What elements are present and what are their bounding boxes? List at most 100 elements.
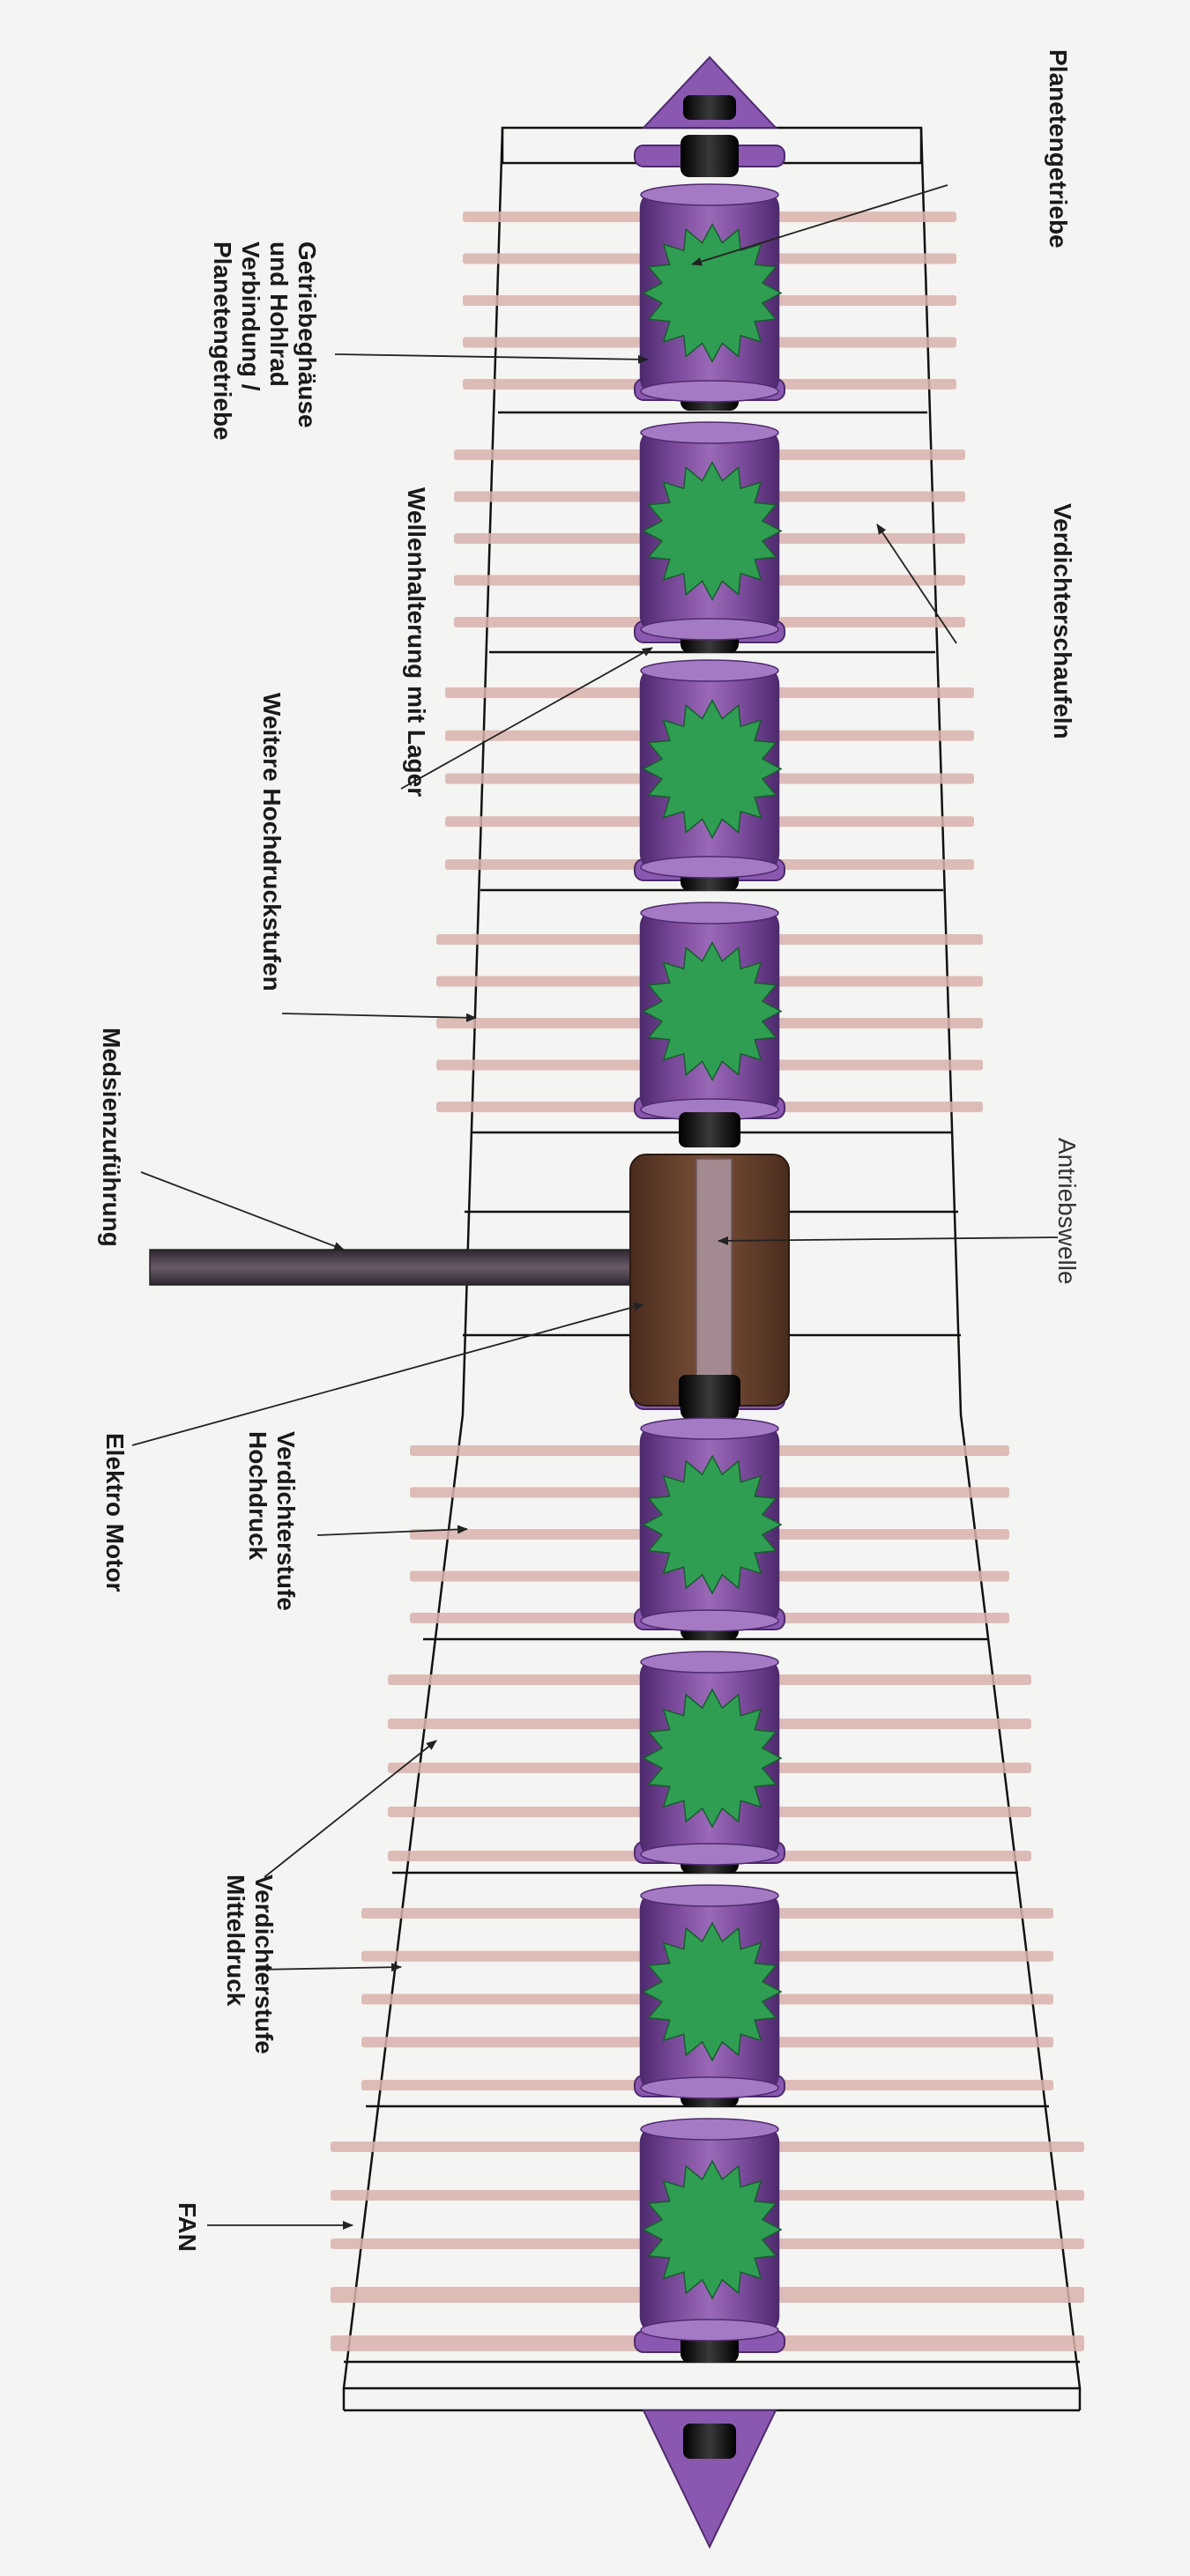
housing-rim: [640, 380, 779, 403]
blade-left: [388, 1807, 648, 1817]
blade-left: [331, 2142, 648, 2152]
blade-right: [771, 1529, 1009, 1540]
annotation-arrows: [131, 184, 1059, 2230]
planet-gear: [642, 1454, 783, 1595]
blade-right: [771, 2287, 1084, 2303]
label-wellenhalterung: Wellenhalterung mit Lager: [403, 487, 430, 798]
label-verdichterschaufeln: Verdichterschaufeln: [1049, 503, 1076, 739]
blade-right: [771, 934, 983, 945]
blade-right: [771, 212, 956, 222]
blade-left: [445, 859, 648, 870]
housing-rim: [640, 618, 779, 641]
planet-gear: [642, 1921, 783, 2062]
blade-right: [771, 1950, 1053, 1962]
label-mediszufuehrung: Medsienzuführung: [98, 1028, 125, 1247]
label-verdichterstufe-mitteldruck: Verdichterstufe Mitteldruck: [222, 1874, 278, 2054]
blade-right: [771, 379, 956, 390]
shaft-bearing: [681, 135, 739, 177]
label-verdichterstufe-hochdruck: Verdichterstufe Hochdruck: [244, 1431, 300, 1611]
blade-left: [454, 617, 648, 627]
blade-left: [388, 1674, 648, 1685]
blade-left: [436, 1059, 648, 1071]
blade-right: [771, 1018, 983, 1028]
blade-left: [436, 1102, 648, 1112]
blade-left: [410, 1529, 648, 1540]
blade-left: [463, 295, 648, 306]
blade-left: [463, 253, 648, 264]
blade-left: [410, 1445, 648, 1456]
planet-gear: [642, 698, 783, 840]
motor-bearing-bottom: [679, 1375, 740, 1410]
housing-rim: [640, 1651, 779, 1674]
blade-right: [771, 337, 956, 348]
blade-left: [388, 1763, 648, 1773]
housing-rim: [640, 2076, 779, 2099]
blade-right: [771, 1487, 1009, 1498]
blade-right: [771, 816, 974, 828]
blade-right: [771, 1059, 983, 1071]
housing-rim: [640, 183, 779, 206]
blade-right: [771, 1674, 1031, 1685]
blade-right: [771, 575, 965, 586]
rear-cone: [642, 2409, 777, 2550]
blade-right: [771, 449, 965, 460]
housing-rim: [640, 421, 779, 444]
blade-right: [771, 2142, 1084, 2152]
housing-rim: [640, 902, 779, 924]
housing-rim: [640, 1843, 779, 1866]
label-getriebegehaeuse: Getriebeghäuse und Hohlrad Verbindung / …: [209, 241, 321, 441]
blade-right: [771, 730, 974, 741]
front-cone: [641, 56, 778, 129]
blade-right: [771, 1570, 1009, 1582]
media-supply-pipe: [149, 1249, 640, 1286]
housing-rim: [640, 1417, 779, 1440]
drive-shaft: [695, 1158, 733, 1402]
blade-right: [771, 687, 974, 698]
label-weitere-hochdruckstufen: Weitere Hochdruckstufen: [258, 693, 286, 991]
blade-left: [463, 212, 648, 222]
blade-left: [410, 1570, 648, 1582]
planet-gear: [642, 2159, 783, 2300]
blade-left: [388, 1719, 648, 1729]
housing-rim: [640, 1609, 779, 1632]
planet-gear: [642, 460, 783, 602]
blade-right: [771, 533, 965, 544]
blade-right: [771, 2238, 1084, 2249]
blade-right: [771, 1851, 1031, 1861]
blade-left: [410, 1487, 648, 1498]
blade-left: [454, 491, 648, 502]
blade-left: [445, 816, 648, 828]
planet-gear: [642, 940, 783, 1082]
label-planetengetriebe: Planetengetriebe: [1045, 49, 1072, 249]
blade-left: [361, 2037, 648, 2048]
blade-left: [454, 533, 648, 544]
planet-gear: [642, 222, 783, 364]
blade-right: [771, 253, 956, 264]
blade-left: [331, 2335, 648, 2351]
housing-rim: [640, 856, 779, 879]
housing-rim: [640, 659, 779, 682]
blade-left: [361, 2080, 648, 2090]
blade-right: [771, 976, 983, 987]
front-bearing: [683, 95, 736, 120]
blade-right: [771, 859, 974, 870]
housing-rim: [640, 2319, 779, 2342]
blade-right: [771, 1993, 1053, 2005]
motor-bearing-top: [679, 1112, 740, 1147]
label-fan: FAN: [174, 2202, 201, 2252]
blade-right: [771, 2037, 1053, 2048]
blade-right: [771, 2190, 1084, 2201]
blade-left: [445, 687, 648, 698]
blade-left: [388, 1851, 648, 1861]
blade-right: [771, 295, 956, 306]
blade-left: [436, 1018, 648, 1028]
blade-left: [331, 2238, 648, 2249]
blade-left: [331, 2287, 648, 2303]
blade-right: [771, 617, 965, 627]
label-antriebswelle: Antriebswelle: [1053, 1138, 1081, 1285]
blade-right: [771, 1613, 1009, 1623]
blade-left: [410, 1613, 648, 1623]
blade-right: [771, 2080, 1053, 2090]
blade-right: [771, 2335, 1084, 2351]
blade-left: [436, 934, 648, 945]
